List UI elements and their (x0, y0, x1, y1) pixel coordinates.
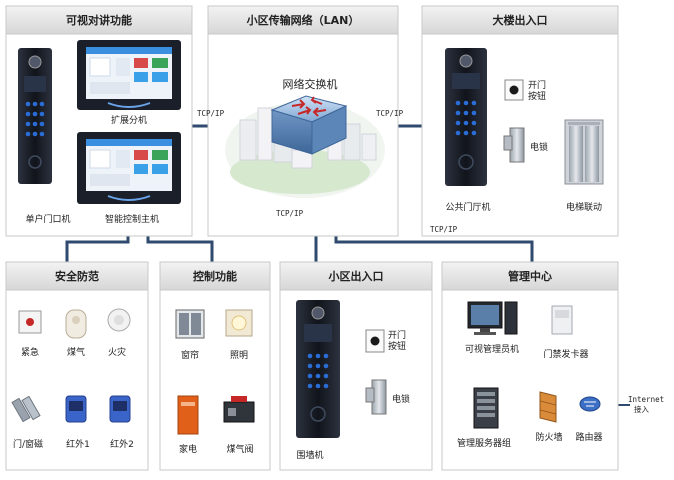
panel-lobby: 大楼出入口 公共门厅机 开门按钮 (421, 5, 619, 237)
gate-unlock-label: 开门按钮 (388, 329, 406, 352)
panel-lobby-title: 大楼出入口 (493, 13, 548, 27)
door-sensor-icon (11, 395, 41, 423)
lobby-lock-label: 电锁 (530, 141, 548, 153)
network-switch-icon (270, 95, 348, 155)
emergency-label: 紧急 (21, 346, 39, 358)
firewall-icon (539, 391, 557, 423)
curtain-label: 窗帘 (181, 349, 199, 361)
emergency-button-icon (18, 310, 42, 334)
panel-gate-title: 小区出入口 (328, 269, 384, 283)
smart-host-label: 智能控制主机 (105, 213, 159, 225)
lighting-label: 照明 (230, 350, 248, 361)
lobby-station-label: 公共门厅机 (445, 201, 490, 213)
lobby-unlock-label: 开门按钮 (528, 79, 546, 102)
panel-lan: 小区传输网络（LAN） (197, 5, 404, 237)
infrared-sensor-1-icon (65, 395, 87, 423)
tcpip-right-label: TCP/IP (376, 109, 404, 118)
lobby-unlock-button-icon (504, 79, 524, 101)
label-line: 按钮 (388, 340, 406, 352)
smoke-detector-icon (107, 308, 131, 332)
gate-lock-label: 电锁 (392, 393, 410, 405)
gate-lock-icon (365, 379, 387, 415)
ir1-label: 红外1 (66, 438, 90, 450)
mgmt-pc-label: 可视管理员机 (465, 343, 519, 355)
panel-intercom: 可视对讲功能 单户门口机 (5, 5, 193, 237)
ir2-label: 红外2 (110, 438, 134, 450)
router-icon (579, 396, 601, 412)
firewall-label: 防火墙 (535, 431, 562, 443)
tcpip-lan-bottom-label: TCP/IP (276, 209, 304, 218)
server-label: 管理服务器组 (457, 437, 511, 449)
panel-mgmt: 管理中心 可视管理员机 门禁发卡器 管理服务器组 (441, 261, 619, 471)
internet-line-1: Internet (628, 395, 664, 404)
elevator-icon (564, 119, 604, 185)
card-issuer-label: 门禁发卡器 (543, 348, 588, 360)
appliance-label: 家电 (179, 443, 197, 455)
smart-host-device (77, 132, 181, 204)
appliance-icon (177, 395, 199, 435)
panel-security-title: 安全防范 (55, 269, 99, 283)
door-station-label: 单户门口机 (25, 213, 70, 225)
curtain-icon (175, 309, 205, 339)
panel-mgmt-title: 管理中心 (508, 269, 552, 283)
server-group-icon (473, 387, 499, 429)
fire-label: 火灾 (108, 346, 126, 358)
extension-unit-label: 扩展分机 (111, 114, 147, 126)
panel-security: 安全防范 紧急 煤气 火灾 门/窗磁 (5, 261, 149, 471)
card-issuer-icon (551, 305, 573, 335)
panel-intercom-title: 可视对讲功能 (66, 13, 132, 27)
elevator-label: 电梯联动 (566, 201, 602, 213)
gas-detector-icon (65, 309, 87, 339)
internet-line-2: 接入 (634, 404, 649, 414)
gate-unlock-button-icon (365, 329, 385, 353)
extension-unit-device (77, 40, 181, 110)
lobby-lock-icon (503, 127, 525, 163)
panel-control: 控制功能 窗帘 照明 家电 煤气阀 (159, 261, 271, 471)
wall-unit-label: 围墙机 (296, 449, 323, 461)
gas-valve-label: 煤气阀 (226, 443, 253, 455)
panel-lan-title: 小区传输网络（LAN） (246, 13, 360, 27)
gas-label: 煤气 (67, 346, 85, 358)
door-station-device (18, 48, 52, 184)
lobby-station-device (445, 48, 487, 186)
door-window-label: 门/窗磁 (13, 438, 43, 450)
tcpip-left-label: TCP/IP (197, 109, 225, 118)
lighting-icon (225, 309, 253, 337)
internet-label: Internet 接入 (628, 395, 669, 414)
management-pc-icon (467, 301, 518, 335)
router-label: 路由器 (575, 431, 602, 443)
panel-gate: 小区出入口 围墙机 开门按钮 (279, 261, 433, 471)
wall-unit-device (296, 300, 340, 438)
infrared-sensor-2-icon (109, 395, 131, 423)
gas-valve-icon (223, 396, 255, 423)
panel-control-title: 控制功能 (193, 269, 237, 283)
switch-label: 网络交换机 (283, 77, 338, 91)
label-line: 按钮 (528, 90, 546, 102)
tcpip-lobby-bottom-label: TCP/IP (430, 225, 458, 234)
